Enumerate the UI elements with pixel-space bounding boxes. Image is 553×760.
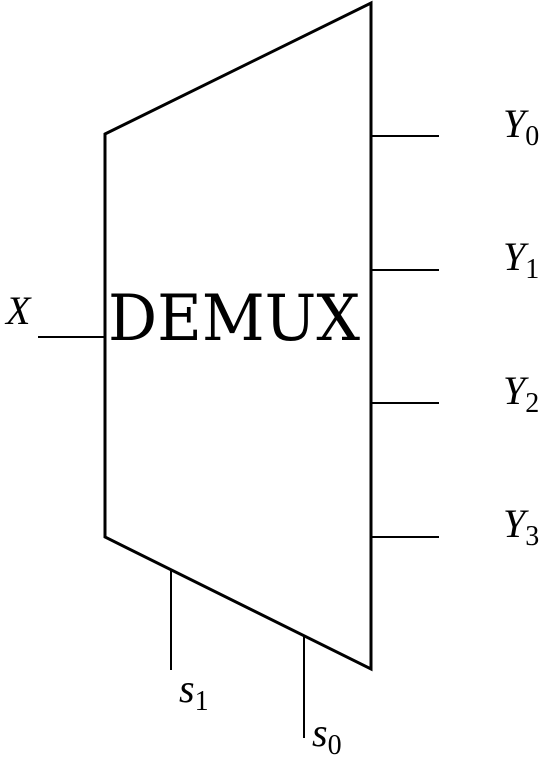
demux-body [103,0,373,672]
select-label-s0-symbol: s [312,710,328,755]
output-label-y0-index: 0 [525,121,539,152]
output-label-y2-symbol: Y [503,368,529,413]
output-label-y1-index: 1 [525,254,539,285]
output-label-y2-index: 2 [525,388,539,419]
select-label-s0: s0 [312,710,342,760]
select-label-s0-index: 0 [328,730,342,760]
output-label-y0: Y0 [503,101,539,152]
output-label-y3-symbol: Y [503,501,529,546]
output-label-y2: Y2 [503,368,539,419]
output-label-y3-index: 3 [525,521,539,552]
select-label-s1: s1 [179,666,209,717]
output-label-y0-symbol: Y [503,101,529,146]
input-label-x: X [4,288,32,333]
output-label-y1-symbol: Y [503,234,529,279]
output-label-y3: Y3 [503,501,539,552]
select-label-s1-index: 1 [195,686,209,717]
select-label-s1-symbol: s [179,666,195,711]
demux-label: DEMUX [108,282,360,356]
output-label-y1: Y1 [503,234,539,285]
